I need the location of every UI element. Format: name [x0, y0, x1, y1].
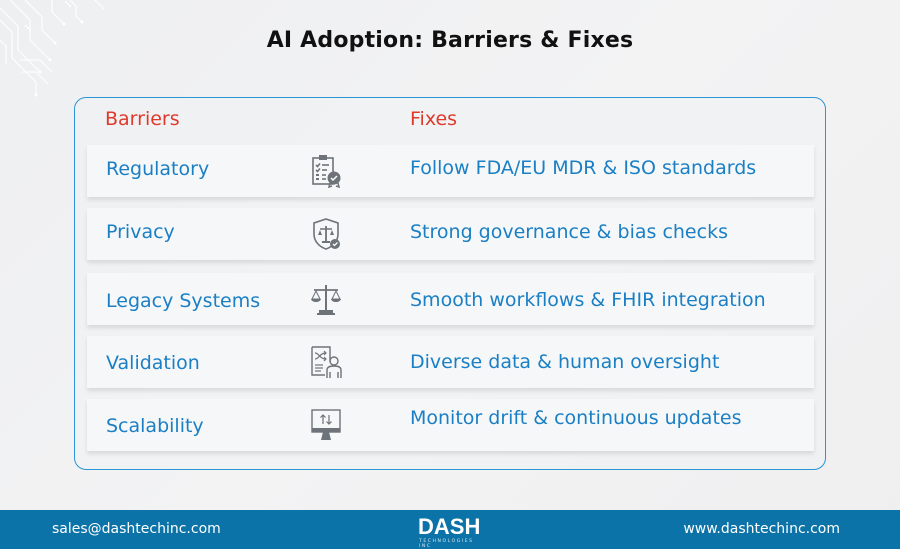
footer-bar: sales@dashtechinc.com DASH TECHNOLOGIES … — [0, 510, 900, 549]
fixes-column-heading: Fixes — [410, 108, 458, 130]
fix-label: Strong governance & bias checks — [410, 221, 728, 243]
barrier-label: Regulatory — [106, 158, 210, 180]
table-row: Regulatory Follow FDA/EU MDR & ISO stand… — [87, 145, 814, 197]
circuit-decoration — [0, 0, 105, 97]
barrier-label: Legacy Systems — [106, 290, 261, 312]
barrier-label: Privacy — [106, 221, 175, 243]
fix-label: Smooth workflows & FHIR integration — [410, 289, 766, 311]
barrier-label: Validation — [106, 352, 200, 374]
document-shuffle-person-icon — [311, 346, 342, 378]
website-link[interactable]: www.dashtechinc.com — [683, 521, 840, 537]
clipboard-checklist-badge-icon — [312, 155, 341, 189]
fix-label: Diverse data & human oversight — [410, 351, 720, 373]
table-row: Scalability Monitor drift & continuous u… — [87, 399, 814, 451]
fix-label: Follow FDA/EU MDR & ISO standards — [410, 157, 757, 179]
email-link[interactable]: sales@dashtechinc.com — [52, 521, 221, 537]
fix-label: Monitor drift & continuous updates — [410, 407, 742, 429]
barriers-column-heading: Barriers — [105, 108, 180, 130]
monitor-sync-icon — [311, 409, 341, 440]
table-row: Legacy Systems Smooth workflows & FHIR i… — [87, 273, 814, 325]
table-row: Privacy Strong governance & bias checks — [87, 208, 814, 260]
table-row: Validation Diverse data & human oversigh… — [87, 336, 814, 388]
dash-logo[interactable]: DASH TECHNOLOGIES INC — [418, 514, 488, 549]
logo-wordmark: DASH — [418, 514, 481, 539]
page-title: AI Adoption: Barriers & Fixes — [266, 28, 634, 53]
balance-scales-icon — [311, 285, 341, 315]
shield-scales-icon — [313, 218, 340, 250]
barrier-label: Scalability — [106, 415, 204, 437]
logo-subtext: TECHNOLOGIES INC — [419, 539, 474, 549]
